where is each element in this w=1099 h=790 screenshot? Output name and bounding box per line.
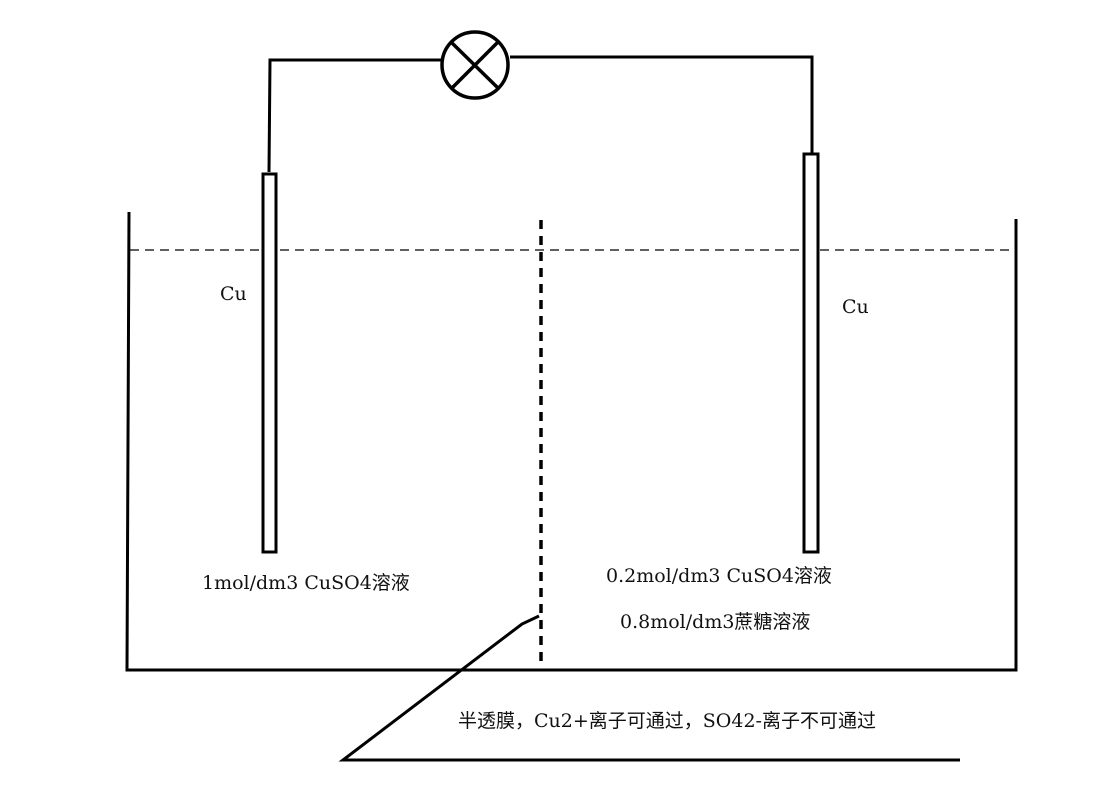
right-electrode-label: Cu (842, 296, 869, 318)
membrane-label: 半透膜，Cu2+离子可通过，SO42-离子不可通过 (458, 710, 876, 732)
right-copper-electrode (802, 152, 820, 554)
circuit-wire (267, 55, 814, 173)
right-solution-line1: 0.2mol/dm3 CuSO4溶液 (606, 565, 832, 587)
left-solution-label: 1mol/dm3 CuSO4溶液 (202, 572, 410, 594)
membrane-pointer-line (338, 614, 960, 762)
right-solution-line2: 0.8mol/dm3蔗糖溶液 (620, 611, 810, 633)
lamp-symbol (440, 30, 510, 100)
left-electrode-label: Cu (220, 283, 247, 305)
beaker-outline (125, 211, 1018, 672)
left-copper-electrode (261, 172, 278, 554)
